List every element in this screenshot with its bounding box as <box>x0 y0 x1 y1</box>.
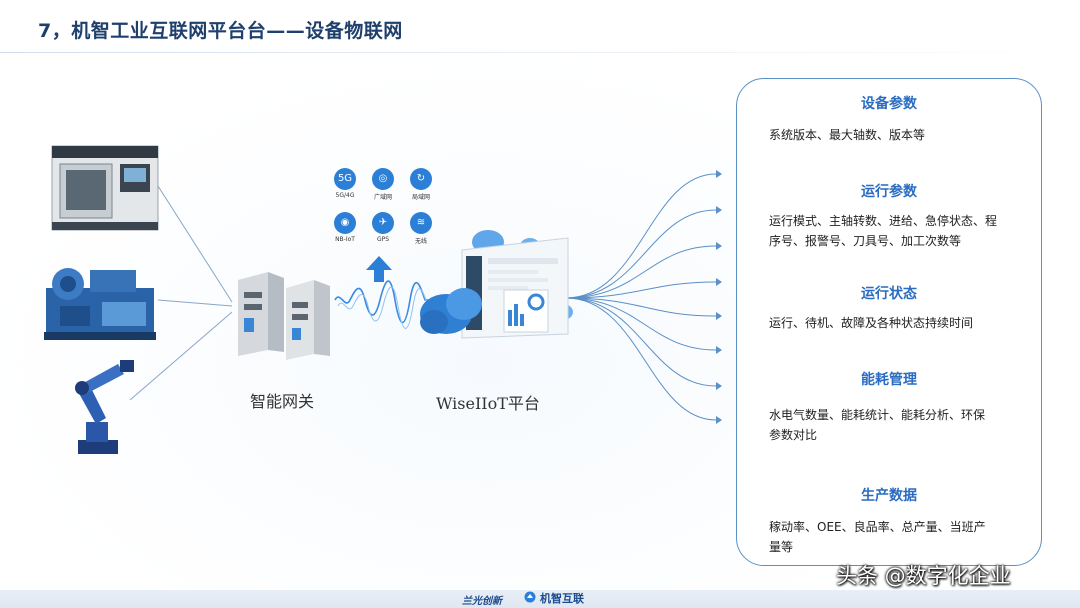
section-title-energy: 能耗管理 <box>861 372 917 388</box>
footer-logo-jizhi: 机智互联 <box>540 592 584 605</box>
compressor-image <box>44 268 156 340</box>
section-title-device-params: 设备参数 <box>861 96 917 112</box>
company-logo-icon <box>524 591 536 603</box>
section-text-production: 稼动率、OEE、良品率、总产量、当班产 量等 <box>769 520 986 554</box>
line-cnc-to-gateway <box>157 185 233 303</box>
section-text-run-params: 运行模式、主轴转数、进给、急停状态、程 序号、报警号、刀具号、加工次数等 <box>769 214 998 248</box>
network-option-wan: ◎ 广域网 <box>364 168 402 201</box>
line-robot-to-gateway <box>129 311 233 401</box>
nbiot-icon: ◉ <box>334 212 356 234</box>
footer-bar <box>0 590 1080 608</box>
smart-gateway-image <box>238 272 330 360</box>
network-option-lan: ↻ 局域网 <box>402 168 440 201</box>
section-text-run-status: 运行、待机、故障及各种状态持续时间 <box>769 316 974 330</box>
fanout-arrows <box>565 173 717 421</box>
upload-arrow-icon <box>366 256 392 282</box>
lan-icon: ↻ <box>410 168 432 190</box>
signal-wave <box>334 280 432 324</box>
globe-icon: ◎ <box>372 168 394 190</box>
title-divider <box>0 52 1080 53</box>
network-options: 5G 5G/4G ◎ 广域网 ↻ 局域网 ◉ NB-IoT ✈ GPS ≋ 无线 <box>326 168 442 254</box>
platform-label: WiseIIoT平台 <box>436 394 540 413</box>
industrial-robot-image <box>75 360 134 454</box>
wifi-icon: ≋ <box>410 212 432 234</box>
wiseiiot-platform-image <box>420 230 573 339</box>
section-title-run-params: 运行参数 <box>861 184 917 200</box>
line-compressor-to-gateway <box>157 299 233 307</box>
section-title-production: 生产数据 <box>861 488 917 504</box>
device-data-panel: 设备参数 系统版本、最大轴数、版本等 运行参数 运行模式、主轴转数、进给、急停状… <box>736 78 1042 566</box>
watermark: 头条 @数字化企业 <box>836 564 1011 588</box>
network-option-5g: 5G 5G/4G <box>326 168 364 199</box>
gateway-label: 智能网关 <box>250 392 315 411</box>
cellular-icon: 5G <box>334 168 356 190</box>
network-option-wireless: ≋ 无线 <box>402 212 440 245</box>
satellite-icon: ✈ <box>372 212 394 234</box>
footer-logo-lanjian: 兰光创新 <box>462 596 502 607</box>
section-title-run-status: 运行状态 <box>861 286 917 302</box>
network-option-nbiot: ◉ NB-IoT <box>326 212 364 243</box>
page-title: 7，机智工业互联网平台台——设备物联网 <box>38 20 403 42</box>
network-option-gps: ✈ GPS <box>364 212 402 243</box>
section-text-device-params: 系统版本、最大轴数、版本等 <box>769 128 926 142</box>
cnc-machine-image <box>51 145 159 231</box>
section-text-energy: 水电气数量、能耗统计、能耗分析、环保 参数对比 <box>769 408 986 442</box>
